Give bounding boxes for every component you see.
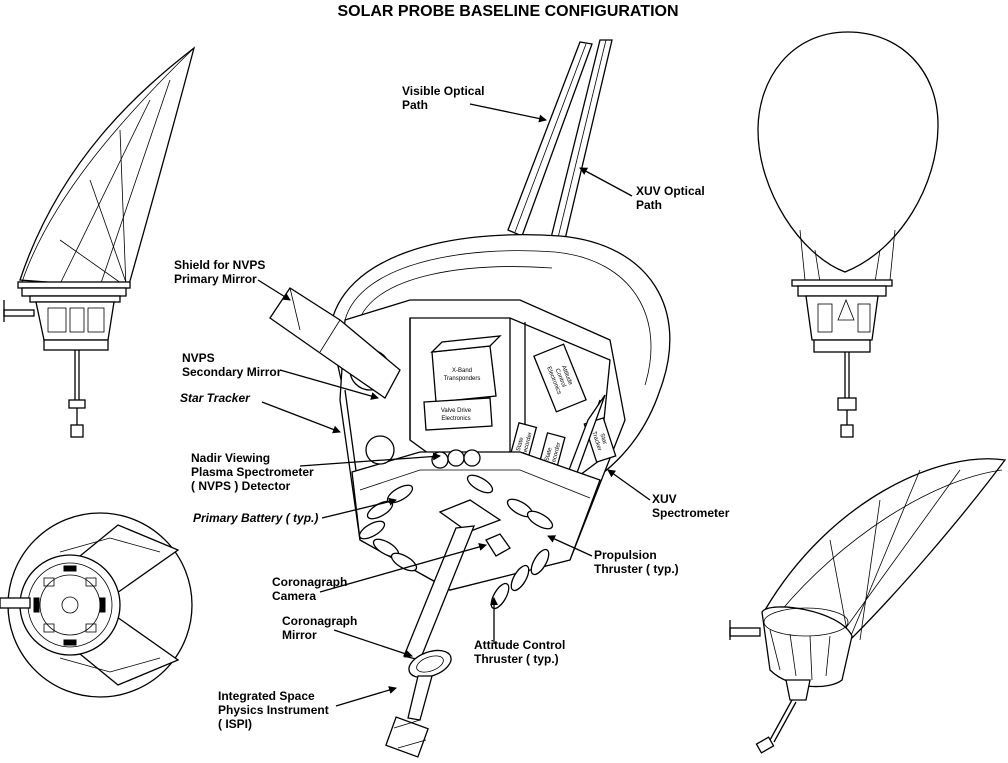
label-xuv-spectrometer: XUV Spectrometer: [652, 492, 730, 520]
svg-text:Camera: Camera: [272, 589, 316, 603]
st-small-1: Star: [598, 433, 607, 445]
svg-text:Coronagraph: Coronagraph: [272, 575, 347, 589]
svg-text:Physics Instrument: Physics Instrument: [218, 703, 329, 717]
svg-text:XUV Optical: XUV Optical: [636, 184, 705, 198]
svg-text:NVPS: NVPS: [182, 351, 215, 365]
svg-text:Thruster ( typ.): Thruster ( typ.): [594, 562, 679, 576]
svg-text:Primary Battery ( typ.): Primary Battery ( typ.): [193, 511, 318, 525]
svg-text:( NVPS ) Detector: ( NVPS ) Detector: [191, 479, 291, 493]
label-coronagraph-camera: Coronagraph Camera: [272, 575, 347, 603]
svg-text:Plasma Spectrometer: Plasma Spectrometer: [191, 465, 314, 479]
label-nadir-viewing: Nadir Viewing Plasma Spectrometer ( NVPS…: [191, 451, 314, 493]
svg-text:Visible Optical: Visible Optical: [402, 84, 484, 98]
svg-text:Spectrometer: Spectrometer: [652, 506, 730, 520]
svg-text:Thruster ( typ.): Thruster ( typ.): [474, 652, 559, 666]
label-ispi: Integrated Space Physics Instrument ( IS…: [218, 689, 329, 731]
label-xuv-optical-path: XUV Optical Path: [636, 184, 705, 212]
svg-text:Mirror: Mirror: [282, 628, 317, 642]
page-title: SOLAR PROBE BASELINE CONFIGURATION: [337, 3, 678, 20]
side-view-left: [3, 46, 196, 438]
svg-text:Primary Mirror: Primary Mirror: [174, 272, 257, 286]
svg-text:Integrated Space: Integrated Space: [218, 689, 315, 703]
iso-view-right: [729, 458, 1007, 754]
st-small-2: Tracker: [590, 431, 602, 452]
svg-text:Propulsion: Propulsion: [594, 548, 657, 562]
valve-drive-label-2: Electronics: [441, 416, 470, 422]
label-attitude-control: Attitude Control Thruster ( typ.): [474, 638, 565, 666]
leader-lines: [257, 103, 651, 707]
spacecraft-main: X-Band Transponders Valve Drive Electron…: [269, 39, 671, 758]
svg-text:Nadir Viewing: Nadir Viewing: [191, 451, 270, 465]
label-visible-optical-path: Visible Optical Path: [402, 84, 484, 112]
xband-label-2: Transponders: [444, 376, 481, 382]
svg-text:Path: Path: [636, 198, 662, 212]
svg-text:Star Tracker: Star Tracker: [180, 391, 251, 405]
svg-text:Secondary Mirror: Secondary Mirror: [182, 365, 282, 379]
label-propulsion: Propulsion Thruster ( typ.): [594, 548, 679, 576]
bottom-view-left: [0, 512, 193, 698]
svg-text:XUV: XUV: [652, 492, 677, 506]
svg-text:Shield for NVPS: Shield for NVPS: [174, 258, 265, 272]
front-view-right: [757, 31, 939, 438]
label-coronagraph-mirror: Coronagraph Mirror: [282, 614, 357, 642]
svg-text:Attitude Control: Attitude Control: [474, 638, 565, 652]
xband-label-1: X-Band: [452, 368, 472, 374]
svg-text:( ISPI): ( ISPI): [218, 717, 252, 731]
svg-text:Coronagraph: Coronagraph: [282, 614, 357, 628]
valve-drive-label-1: Valve Drive: [441, 408, 472, 414]
svg-text:Path: Path: [402, 98, 428, 112]
label-shield-nvps: Shield for NVPS Primary Mirror: [174, 258, 265, 286]
label-primary-battery: Primary Battery ( typ.): [193, 511, 318, 525]
label-star-tracker: Star Tracker: [180, 391, 251, 405]
label-nvps-secondary: NVPS Secondary Mirror: [182, 351, 282, 379]
